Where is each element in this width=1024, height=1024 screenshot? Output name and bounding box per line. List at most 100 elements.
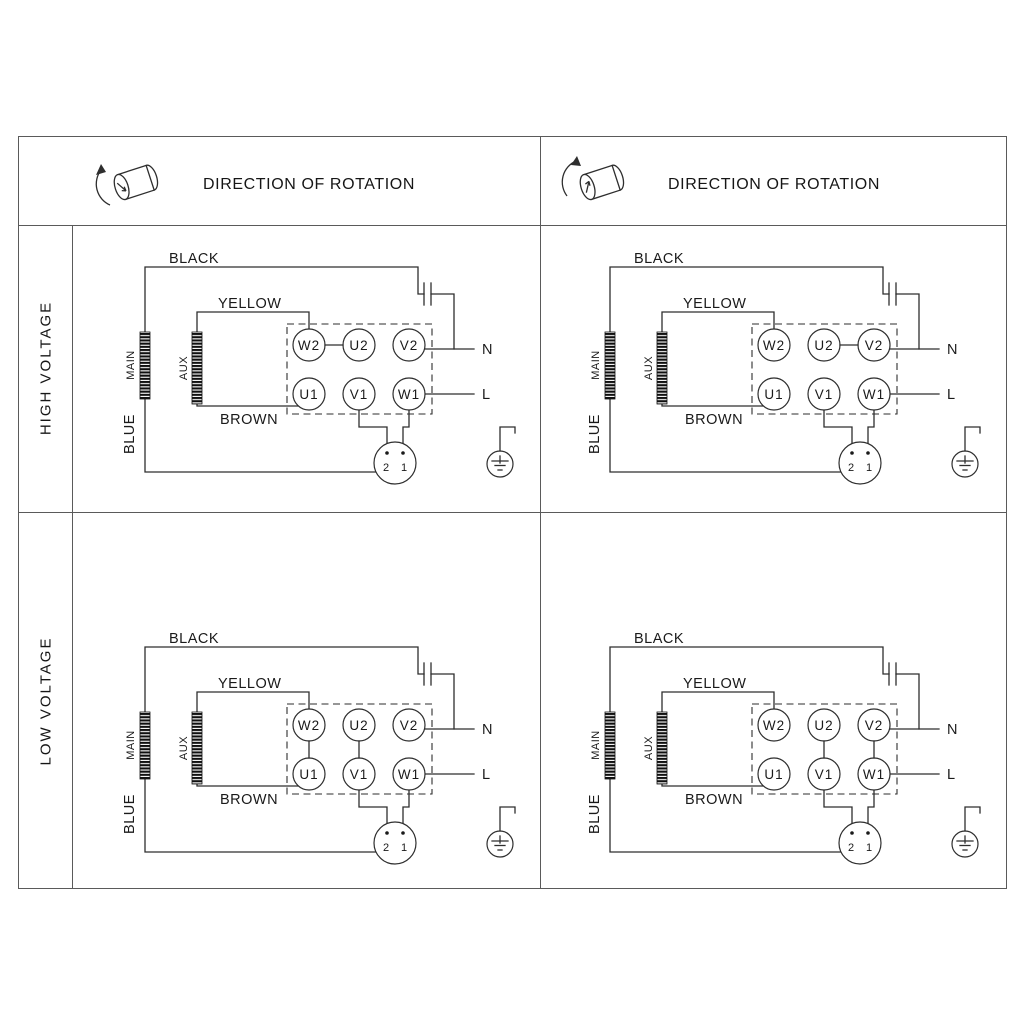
plug-pin2-dot <box>385 831 389 835</box>
terminal-v1 <box>342 377 376 411</box>
terminal-board-outline <box>751 703 898 795</box>
black-wire <box>144 266 425 333</box>
brown-wire <box>661 783 764 787</box>
terminal-w2-label: W2 <box>298 718 320 733</box>
plug-pin2-wire <box>358 789 388 824</box>
diagram-low-voltage-rotation-right: W2 U2 V2 U1 V1 W1 2 1 BLACK YELLOW BROWN… <box>537 617 1005 879</box>
plug-pin1-dot <box>866 831 870 835</box>
motor-wiring-diagram: W2 U2 V2 U1 V1 W1 2 1 BLACK YELLOW BROWN… <box>122 251 516 485</box>
main-winding <box>139 711 151 780</box>
aux-winding-label: AUX <box>643 736 655 760</box>
ground-icon <box>486 426 516 478</box>
line-label: L <box>947 387 956 403</box>
plug-pin2-label: 2 <box>383 462 389 474</box>
plug <box>373 821 417 865</box>
plug-pin1-label: 1 <box>401 842 407 854</box>
yellow-label: YELLOW <box>218 296 281 312</box>
black-wire <box>144 646 425 713</box>
terminal-board-outline <box>286 703 433 795</box>
plug-pin1-label: 1 <box>866 842 872 854</box>
plug-pin2-label: 2 <box>848 462 854 474</box>
plug-pin1-label: 1 <box>866 462 872 474</box>
black-label: BLACK <box>169 631 219 647</box>
terminal-board-outline <box>286 323 433 415</box>
diagram-high-voltage-rotation-left: W2 U2 V2 U1 V1 W1 2 1 BLACK YELLOW BROWN… <box>72 237 540 499</box>
direction-of-rotation-title-right: DIRECTION OF ROTATION <box>668 176 880 193</box>
terminal-u1-label: U1 <box>764 387 783 402</box>
plug-pin2-label: 2 <box>383 842 389 854</box>
blue-label: BLUE <box>587 794 603 834</box>
direction-of-rotation-title-left: DIRECTION OF ROTATION <box>203 176 415 193</box>
terminal-v2-label: V2 <box>865 338 884 353</box>
terminal-w1-label: W1 <box>398 387 420 402</box>
terminal-w1-label: W1 <box>398 767 420 782</box>
plug-pin1-dot <box>866 451 870 455</box>
main-winding-label: MAIN <box>590 730 602 760</box>
motor-rotation-ccw-icon <box>94 155 174 216</box>
neutral-label: N <box>482 342 493 358</box>
aux-winding-label: AUX <box>178 356 190 380</box>
yellow-label: YELLOW <box>218 676 281 692</box>
diagram-high-voltage-rotation-right: W2 U2 V2 U1 V1 W1 2 1 BLACK YELLOW BROWN… <box>537 237 1005 499</box>
terminal-w2-label: W2 <box>763 338 785 353</box>
main-winding <box>139 331 151 400</box>
sidebar-divider <box>72 225 73 889</box>
capacitor-lead-wire <box>895 673 920 730</box>
terminal-w1-label: W1 <box>863 767 885 782</box>
plug <box>373 441 417 485</box>
aux-winding <box>191 711 203 785</box>
plug-pin2-dot <box>385 451 389 455</box>
terminal-u2-label: U2 <box>349 718 368 733</box>
terminal-v2 <box>392 708 426 742</box>
brown-label: BROWN <box>685 412 743 428</box>
terminal-u1 <box>757 757 791 791</box>
black-wire <box>609 646 890 713</box>
blue-wire <box>144 398 376 473</box>
motor-wiring-diagram: W2 U2 V2 U1 V1 W1 2 1 BLACK YELLOW BROWN… <box>587 631 981 865</box>
terminal-v2 <box>392 328 426 362</box>
blue-wire <box>609 778 841 853</box>
neutral-label: N <box>947 342 958 358</box>
yellow-wire <box>661 691 775 713</box>
line-label: L <box>947 767 956 783</box>
blue-wire <box>609 398 841 473</box>
capacitor-lead-wire <box>430 293 455 350</box>
line-label: L <box>482 387 491 403</box>
black-label: BLACK <box>169 251 219 267</box>
capacitor-lead-wire <box>430 673 455 730</box>
plug-pin1-dot <box>401 831 405 835</box>
blue-wire <box>144 778 376 853</box>
terminal-u2-label: U2 <box>814 338 833 353</box>
plug-pin2-label: 2 <box>848 842 854 854</box>
terminal-v1-label: V1 <box>350 387 369 402</box>
capacitor-lead-wire <box>895 293 920 350</box>
terminal-w1-label: W1 <box>863 387 885 402</box>
line-label: L <box>482 767 491 783</box>
plug-pin2-dot <box>850 451 854 455</box>
plug-pin2-wire <box>823 789 853 824</box>
blue-label: BLUE <box>587 414 603 454</box>
plug-pin1-wire <box>402 409 410 444</box>
plug-pin1-label: 1 <box>401 462 407 474</box>
terminal-u1-label: U1 <box>299 387 318 402</box>
aux-winding <box>656 711 668 785</box>
aux-winding-label: AUX <box>178 736 190 760</box>
plug-pin1-dot <box>401 451 405 455</box>
terminal-w2 <box>757 328 791 362</box>
terminal-u1-label: U1 <box>299 767 318 782</box>
brown-label: BROWN <box>220 412 278 428</box>
neutral-label: N <box>482 722 493 738</box>
header-divider <box>18 225 1007 226</box>
terminal-v2-label: V2 <box>865 718 884 733</box>
plug <box>838 821 882 865</box>
blue-label: BLUE <box>122 414 138 454</box>
brown-wire <box>661 403 764 407</box>
row-label-high-voltage: HIGH VOLTAGE <box>37 300 55 436</box>
terminal-v1 <box>807 377 841 411</box>
plug-pin1-wire <box>402 789 410 824</box>
plug-pin2-wire <box>358 409 388 444</box>
aux-winding <box>191 331 203 405</box>
plug-pin2-wire <box>823 409 853 444</box>
terminal-u1 <box>292 377 326 411</box>
